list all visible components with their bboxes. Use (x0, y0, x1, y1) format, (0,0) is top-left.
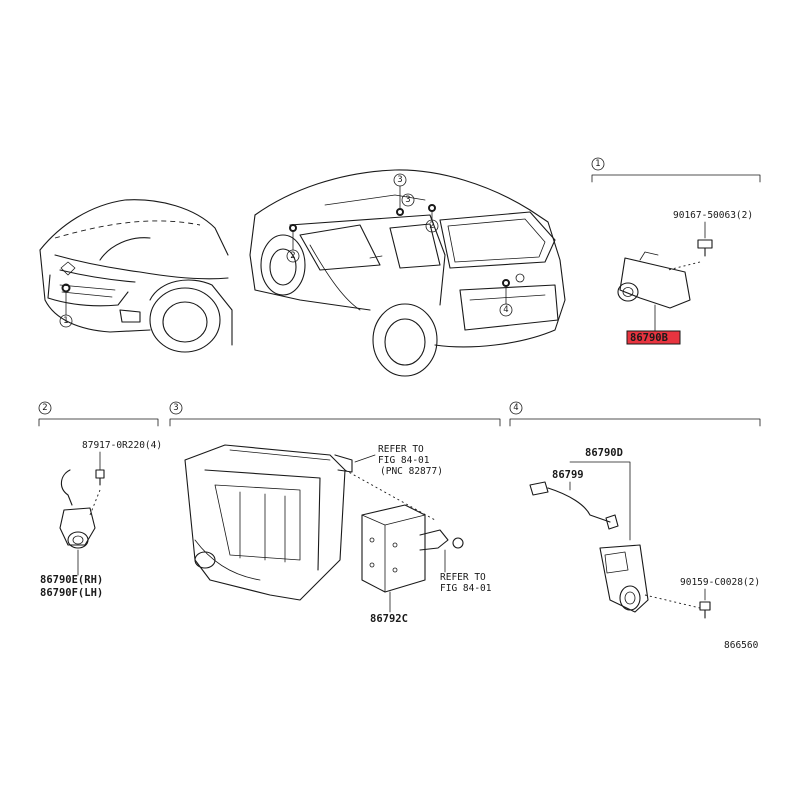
section-4-detail: 4 86790D 86799 90159-C0028(2) 866560 (509, 401, 761, 651)
cable-label: 86799 (552, 469, 584, 481)
callout-3-header: 3 (173, 403, 178, 413)
callout-2-rear-left: 2 (290, 251, 295, 261)
callout-2-rear-right: 2 (429, 221, 434, 231)
refer1-line3: (PNC 82877) (380, 466, 443, 477)
camera-rear-label: 86790D (585, 447, 623, 459)
callout-2-header: 2 (42, 403, 47, 413)
camera-lh-label: 86790F(LH) (40, 587, 103, 599)
figure-id: 866560 (724, 640, 759, 651)
screw-rear-label: 90159-C0028(2) (680, 577, 760, 588)
callout-4-header: 4 (513, 403, 518, 413)
camera-top-label: 86790B (630, 332, 668, 344)
camera-top-highlight (626, 330, 681, 345)
module-label: 86792C (370, 613, 408, 625)
callout-4-rear: 4 (503, 305, 508, 315)
callout-1-header: 1 (595, 159, 600, 169)
screw-top-label: 90167-50063(2) (673, 210, 753, 221)
refer2-line1: REFER TO (440, 572, 486, 583)
section-2-detail: 2 87917-0R220(4) 86790E(RH) 86790F(LH) (38, 401, 162, 599)
refer2-line2: FIG 84-01 (440, 583, 492, 594)
section-3-detail: 3 REFER TO FIG 84-01 (PNC 82877) REFER T… (169, 401, 501, 625)
vehicle-front-view: 1 (39, 199, 233, 353)
callout-1-front: 1 (63, 316, 68, 326)
callout-3-rear: 3 (397, 175, 402, 185)
refer1-line1: REFER TO (378, 444, 424, 455)
screw-side-label: 87917-0R220(4) (82, 440, 162, 451)
callout-3b-rear: 3 (405, 195, 410, 205)
camera-rh-label: 86790E(RH) (40, 574, 103, 586)
vehicle-rear-view: 2 3 3 2 4 (249, 169, 566, 377)
refer1-line2: FIG 84-01 (378, 455, 430, 466)
section-1-detail: 1 90167-50063(2) 86790B (591, 157, 761, 345)
